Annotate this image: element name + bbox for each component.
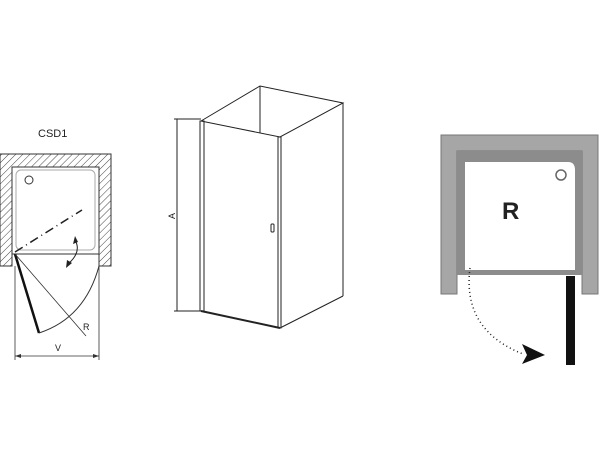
drain-icon <box>555 169 567 181</box>
plan-title: CSD1 <box>38 128 67 140</box>
variant-label: R <box>502 198 519 225</box>
arrowhead-icon <box>66 260 72 268</box>
swing-direction-arrow <box>468 267 524 355</box>
side-wall-bottom <box>279 295 344 329</box>
swing-axis-line <box>14 209 83 253</box>
door-3d-view: A <box>167 85 345 329</box>
arrowhead-icon <box>15 354 21 358</box>
door-side-profile <box>277 136 282 329</box>
height-label: A <box>167 213 177 219</box>
drain-icon <box>24 175 34 185</box>
arrowhead-icon <box>93 354 99 358</box>
hatched-wall <box>0 153 112 267</box>
door-profile <box>199 120 205 312</box>
door-handle-icon <box>270 223 275 233</box>
door-bottom-edge <box>200 310 281 329</box>
radius-line <box>14 253 87 337</box>
rotation-arrow-icon <box>67 239 78 265</box>
right-plan-view: R <box>440 134 599 365</box>
door-panel <box>566 276 575 365</box>
arrowhead-icon <box>73 236 78 244</box>
enclosure-top <box>199 85 345 138</box>
arrowhead-icon <box>522 344 545 364</box>
shower-tray <box>15 169 96 251</box>
door-panel <box>13 253 41 334</box>
tray-surface <box>465 162 575 270</box>
left-plan-view: CSD1 R V <box>0 128 112 360</box>
width-label: V <box>55 343 61 353</box>
radius-label: R <box>83 322 90 332</box>
swing-arc <box>38 265 100 334</box>
